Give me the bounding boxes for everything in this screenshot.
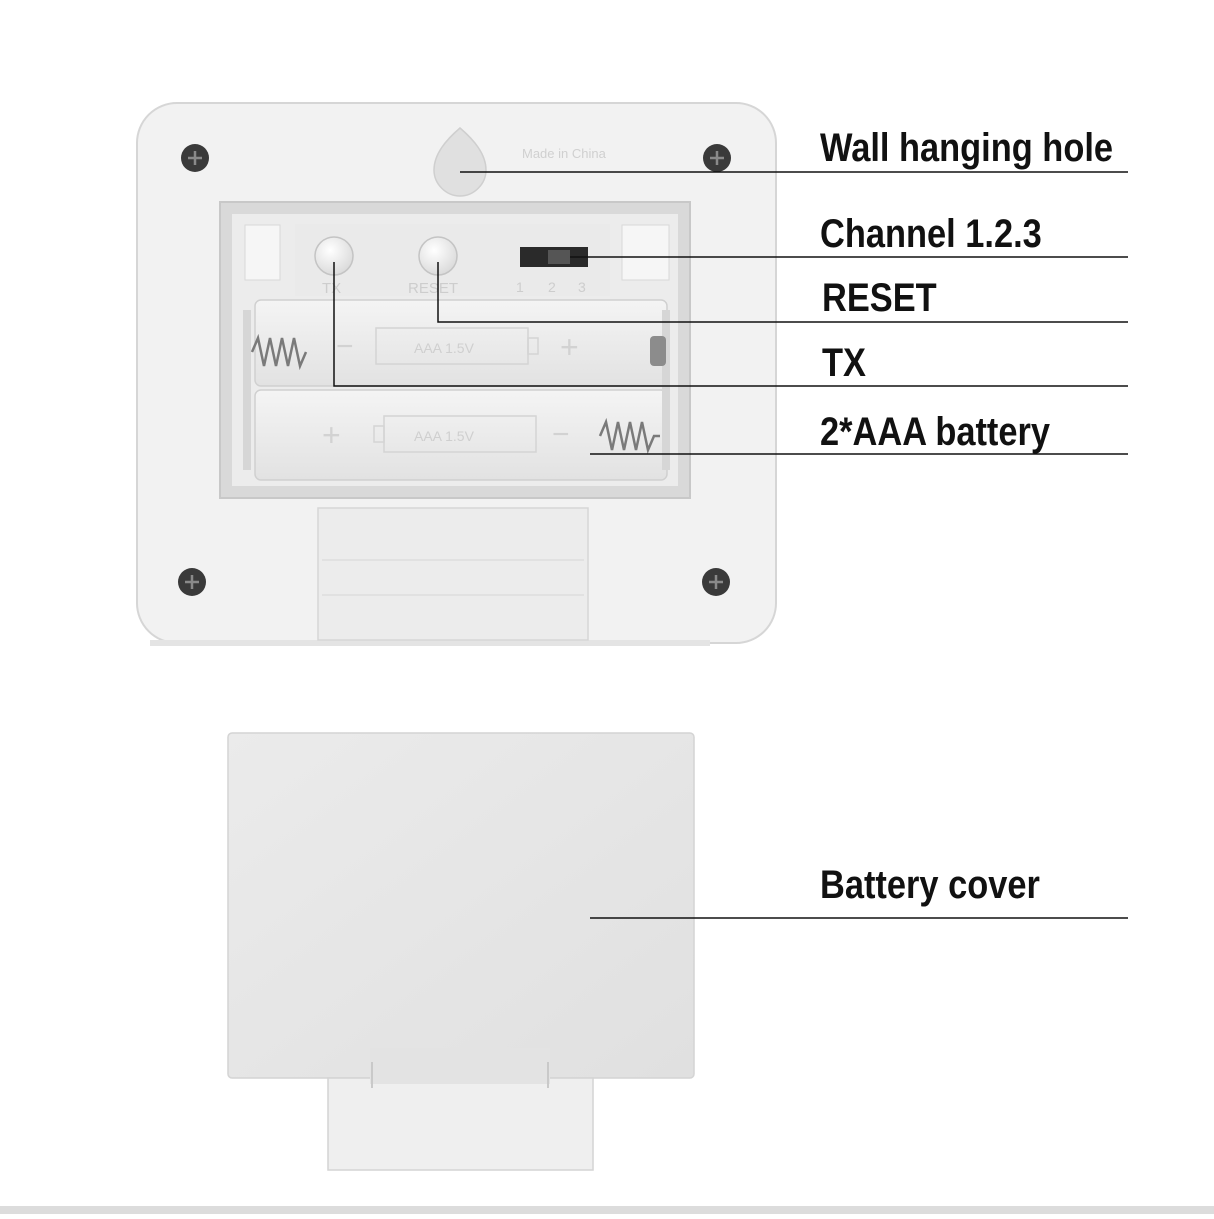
corner-block-left [244,224,281,281]
channel-switch-knob [548,250,570,264]
battery-cover-panel [227,732,695,1079]
channel-2-label: 2 [548,279,556,295]
spring-bottom [598,417,660,455]
battery-cell-bottom: AAA 1.5V + − [254,389,668,481]
tx-molded-label: TX [322,280,341,297]
label-reset: RESET [822,276,937,320]
label-channel: Channel 1.2.3 [820,212,1042,256]
battery-top-minus: − [336,330,354,363]
screw-top-right [703,144,731,172]
battery-cover-stand [327,1077,594,1171]
battery-cover-part [227,732,695,1171]
battery-bottom-plus: + [322,417,341,453]
floor-strip [0,1206,1214,1214]
screw-top-left [181,144,209,172]
positive-contact [650,336,666,366]
battery-cell-top: AAA 1.5V − + [254,299,668,387]
channel-1-label: 1 [516,279,524,295]
battery-bottom-label: AAA 1.5V [414,428,475,444]
leader-tx [333,262,1128,387]
corner-block-right [621,224,670,281]
leader-reset [437,262,1128,323]
label-wall-hanging-hole: Wall hanging hole [820,126,1114,170]
battery-top-label: AAA 1.5V [414,340,475,356]
device-back: Made in China TX RESET 1 2 3 AAA 1.5V − … [136,102,777,646]
battery-top-plus: + [560,329,579,365]
callout-lines [333,171,1128,919]
battery-bottom-minus: − [552,418,570,451]
wall-hanging-hole [433,127,487,197]
screw-bottom-left [178,568,206,596]
screw-bottom-right [702,568,730,596]
channel-3-label: 3 [578,279,586,295]
battery-cover-hinge [370,1048,550,1084]
stand-hinge [317,507,589,641]
reset-molded-label: RESET [408,280,458,297]
label-tx: TX [822,341,866,385]
label-battery-cover: Battery cover [820,863,1040,907]
label-battery: 2*AAA battery [820,410,1051,454]
contact-plate-right [662,310,670,470]
made-in-china-text: Made in China [522,146,607,161]
housing-bottom-edge [150,640,710,646]
spring-top [250,333,308,371]
contact-plate-left [243,310,251,470]
